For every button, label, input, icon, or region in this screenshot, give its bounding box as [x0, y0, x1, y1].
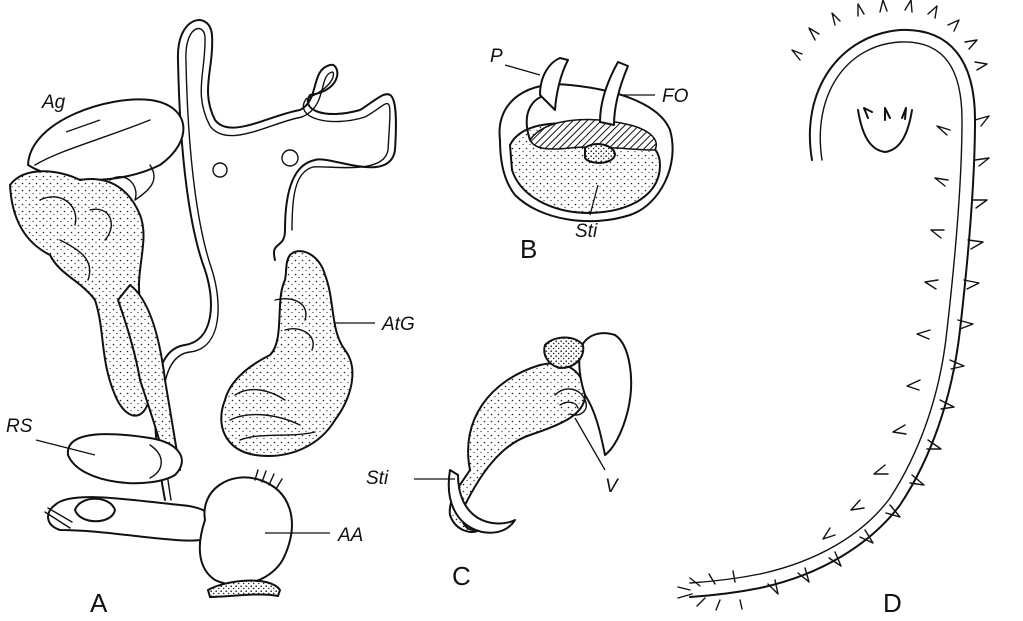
panel-a-small-sac	[75, 499, 115, 522]
panel-c-vagina-flap	[579, 333, 631, 455]
panel-d-shaft-inner	[690, 42, 962, 583]
panel-b-stimulator-cross-section: P FO Sti B	[490, 46, 689, 264]
panel-d-title: D	[883, 588, 902, 618]
panel-a-title: A	[90, 588, 108, 618]
panel-a-receptaculum-seminis	[68, 434, 182, 483]
panel-a-label-atg: AtG	[381, 314, 415, 335]
panel-a-label-rs: RS	[6, 416, 33, 437]
panel-a-lower-duct	[48, 497, 216, 541]
panel-c-title: C	[452, 561, 471, 591]
panel-a-atrium-base	[208, 581, 280, 597]
panel-a-atrial-gland	[221, 251, 352, 456]
panel-c-upper-lobe	[544, 338, 583, 369]
panel-d-frayed-base	[678, 571, 742, 610]
panel-b-dark-spot	[585, 144, 615, 163]
panel-a-genital-atrium	[200, 477, 292, 584]
panel-b-p-leader	[505, 65, 540, 75]
panel-a-reproductive-system: Ag RS AtG AA A	[6, 20, 415, 618]
panel-d-spines-top	[792, 0, 987, 70]
panel-d-shaft	[690, 30, 975, 597]
panel-c-stimulator-lateral: Sti V C	[366, 333, 631, 591]
panel-a-label-ag: Ag	[41, 92, 66, 113]
panel-a-duct-loop-2	[282, 150, 298, 166]
panel-b-title: B	[520, 234, 537, 264]
panel-d-spinous-organ: D	[678, 0, 989, 618]
panel-c-label-sti: Sti	[366, 468, 389, 489]
panel-c-label-v: V	[605, 476, 620, 497]
panel-a-duct-loop-1	[213, 163, 227, 177]
panel-b-label-p: P	[490, 46, 503, 67]
panel-b-label-sti: Sti	[575, 221, 598, 242]
panel-b-label-fo: FO	[662, 86, 689, 107]
panel-d-spine-detail	[858, 108, 912, 152]
panel-a-label-aa: AA	[337, 525, 363, 546]
